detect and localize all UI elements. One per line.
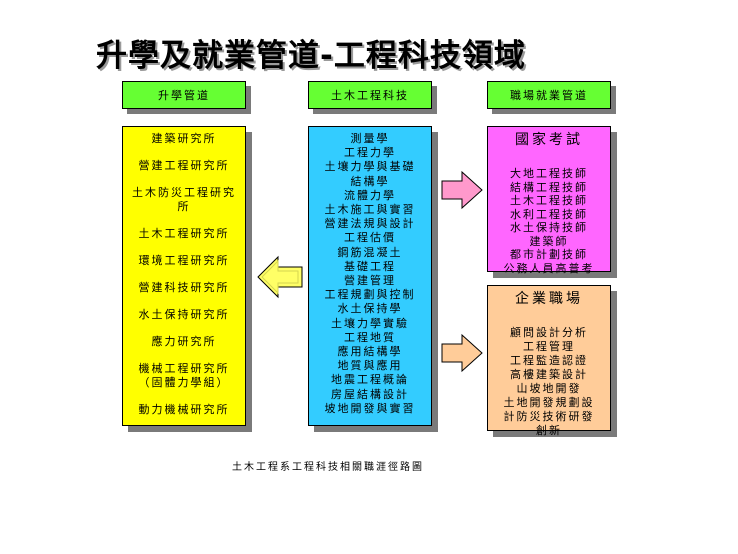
graduate-school-item: 土木工程研究所	[138, 227, 230, 240]
national-exam-item: 水利工程技師	[510, 207, 588, 221]
arrow-right-job-icon	[441, 333, 483, 373]
enterprise-job-item: 高樓建築設計	[510, 368, 588, 381]
course-item: 工程力學	[344, 146, 396, 160]
course-item: 工程估價	[344, 231, 396, 245]
graduate-school-item: 土木防災工程研究所	[132, 186, 236, 213]
national-exam-item: 建築師	[529, 234, 569, 248]
graduate-school-item: 水土保持研究所	[138, 308, 230, 321]
national-exam-item: 都市計劃技師	[510, 248, 588, 261]
course-item: 土壤力學實驗	[331, 316, 409, 330]
national-exam-item: 大地工程技師	[510, 167, 588, 180]
graduate-school-item: 動力機械研究所	[138, 403, 230, 416]
graduate-school-box: 建築研究所 營建工程研究所 土木防災工程研究所 土木工程研究所 環境工程研究所 …	[122, 126, 246, 426]
graduate-school-item: 營建科技研究所	[138, 281, 230, 294]
national-exam-title: 國家考試	[515, 132, 583, 148]
graduate-school-item: 應力研究所	[151, 335, 217, 348]
enterprise-job-item: 工程管理	[523, 340, 575, 353]
enterprise-job-box: 企業職場 顧問設計分析 工程管理 工程監造認證 高樓建築設計 山坡地開發 土地開…	[487, 285, 611, 437]
enterprise-job-item: 工程監造認證	[510, 354, 588, 367]
header-career-path: 職場就業管道	[487, 81, 611, 109]
course-item: 營建法規與設計	[324, 217, 416, 231]
course-item: 房屋結構設計	[331, 387, 409, 401]
enterprise-job-item: 創新	[536, 424, 562, 437]
course-item: 工程規劃與控制	[324, 288, 416, 302]
national-exam-item: 水土保持技師	[510, 221, 588, 234]
arrow-left-icon	[257, 255, 303, 299]
enterprise-job-item: 山坡地開發	[516, 382, 582, 395]
enterprise-job-item: 土地開發規劃設	[503, 396, 595, 409]
national-exam-item: 公務人員高普考	[503, 261, 595, 275]
course-item: 營建管理	[344, 274, 396, 288]
enterprise-job-item: 計防災技術研發	[503, 410, 595, 423]
course-item: 坡地開發與實習	[324, 401, 416, 415]
header-study-path: 升學管道	[122, 81, 246, 109]
course-item: 地質與應用	[337, 359, 403, 373]
course-item: 流體力學	[344, 188, 396, 202]
course-item: 土壤力學與基礎	[324, 160, 416, 174]
national-exam-item: 土木工程技師	[510, 194, 588, 207]
national-exam-box: 國家考試 大地工程技師 結構工程技師 土木工程技師 水利工程技師 水土保持技師 …	[487, 126, 611, 275]
course-item: 地震工程概論	[331, 373, 409, 387]
arrow-right-exam-icon	[441, 170, 483, 210]
graduate-school-item: 建築研究所	[151, 132, 217, 145]
figure-caption: 土木工程系工程科技相關職涯徑路圖	[232, 462, 424, 473]
course-item: 土木施工與實習	[324, 203, 416, 217]
course-item: 水土保持學	[337, 302, 403, 316]
course-item: 基礎工程	[344, 259, 396, 273]
header-civil-engineering: 土木工程科技	[308, 81, 432, 109]
course-item: 工程地質	[344, 330, 396, 344]
course-item: 鋼筋混凝土	[337, 245, 403, 259]
enterprise-job-title: 企業職場	[515, 291, 583, 307]
course-item: 應用結構學	[337, 345, 403, 359]
graduate-school-item: 營建工程研究所	[138, 159, 230, 172]
national-exam-item: 結構工程技師	[510, 180, 588, 194]
course-item: 結構學	[350, 174, 390, 188]
enterprise-job-item: 顧問設計分析	[510, 326, 588, 339]
graduate-school-item: 機械工程研究所 （固體力學組）	[138, 362, 230, 389]
course-item: 測量學	[350, 132, 390, 145]
page-title: 升學及就業管道-工程科技領域	[96, 38, 526, 74]
course-list-box: 測量學 工程力學 土壤力學與基礎 結構學 流體力學 土木施工與實習 營建法規與設…	[308, 126, 432, 426]
graduate-school-item: 環境工程研究所	[138, 254, 230, 267]
